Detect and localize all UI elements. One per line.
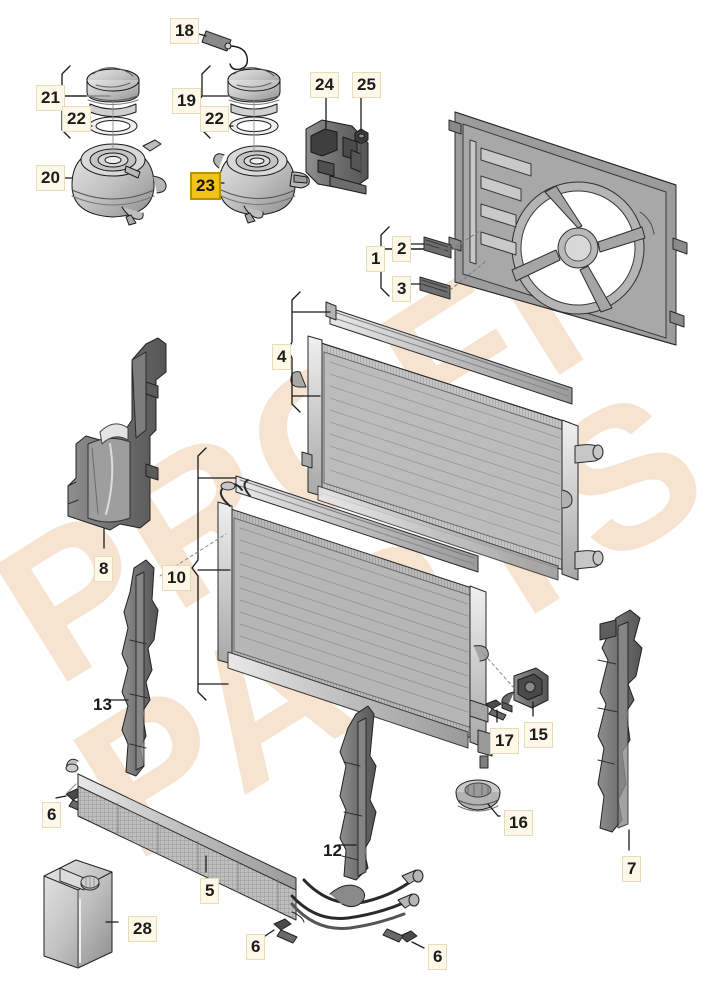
part-25-hex-nut xyxy=(354,128,369,179)
callout-7[interactable]: 7 xyxy=(622,856,642,882)
callout-28[interactable]: 28 xyxy=(128,916,157,942)
callout-8[interactable]: 8 xyxy=(94,556,114,582)
part-28-coolant-canister xyxy=(43,859,113,969)
callout-1[interactable]: 1 xyxy=(366,246,386,272)
callout-13[interactable]: 13 xyxy=(93,695,112,714)
callout-5[interactable]: 5 xyxy=(200,878,220,904)
part-8-air-guide-left xyxy=(67,337,167,531)
callout-21[interactable]: 21 xyxy=(36,85,65,111)
part-24-mounting-bracket xyxy=(305,119,369,195)
part-12-air-guide-lower-center xyxy=(339,705,377,881)
part-19-cap-right xyxy=(227,67,281,117)
part-23-coolant-expansion-tank-highlighted xyxy=(213,101,310,224)
part-13-air-guide-center xyxy=(121,559,159,777)
part-6-bolt-lower-left xyxy=(273,918,298,944)
callout-3[interactable]: 3 xyxy=(392,276,412,302)
part-7-air-guide-right xyxy=(597,609,643,833)
callout-4[interactable]: 4 xyxy=(272,344,292,370)
callout-10[interactable]: 10 xyxy=(162,565,191,591)
part-6-bolt-lower-right xyxy=(382,928,418,943)
callout-17[interactable]: 17 xyxy=(490,728,519,754)
part-18-retaining-hook xyxy=(201,30,249,71)
callout-22-left[interactable]: 22 xyxy=(62,106,91,132)
callout-6-lower-left[interactable]: 6 xyxy=(246,934,266,960)
callout-19[interactable]: 19 xyxy=(172,88,201,114)
callout-16[interactable]: 16 xyxy=(504,810,533,836)
callout-18[interactable]: 18 xyxy=(170,18,199,44)
callout-6-lower-right[interactable]: 6 xyxy=(428,944,448,970)
callout-25[interactable]: 25 xyxy=(352,72,381,98)
part-20-coolant-expansion-tank xyxy=(71,101,167,226)
callout-2[interactable]: 2 xyxy=(392,236,412,262)
part-15-sensor-bracket xyxy=(501,667,549,713)
part-2-retaining-clip-upper xyxy=(423,236,452,259)
part-4-radiator-assembly xyxy=(290,301,604,581)
callout-22-right[interactable]: 22 xyxy=(200,106,229,132)
part-21-cap-left xyxy=(86,67,140,117)
callout-23-highlighted[interactable]: 23 xyxy=(190,172,221,200)
part-3-retaining-clip-lower xyxy=(419,276,451,300)
part-hose-assembly-bottom xyxy=(290,869,424,930)
part-1-fan-shroud-assembly xyxy=(448,111,688,346)
part-16-rubber-mount-grommet xyxy=(455,729,501,812)
part-5-charge-air-cooler xyxy=(65,758,305,923)
part-10-condenser-assembly xyxy=(217,475,489,749)
callout-20[interactable]: 20 xyxy=(36,165,65,191)
callout-12[interactable]: 12 xyxy=(323,841,342,860)
callout-15[interactable]: 15 xyxy=(524,722,553,748)
callout-24[interactable]: 24 xyxy=(310,72,339,98)
callout-6-upper-left[interactable]: 6 xyxy=(42,802,62,828)
